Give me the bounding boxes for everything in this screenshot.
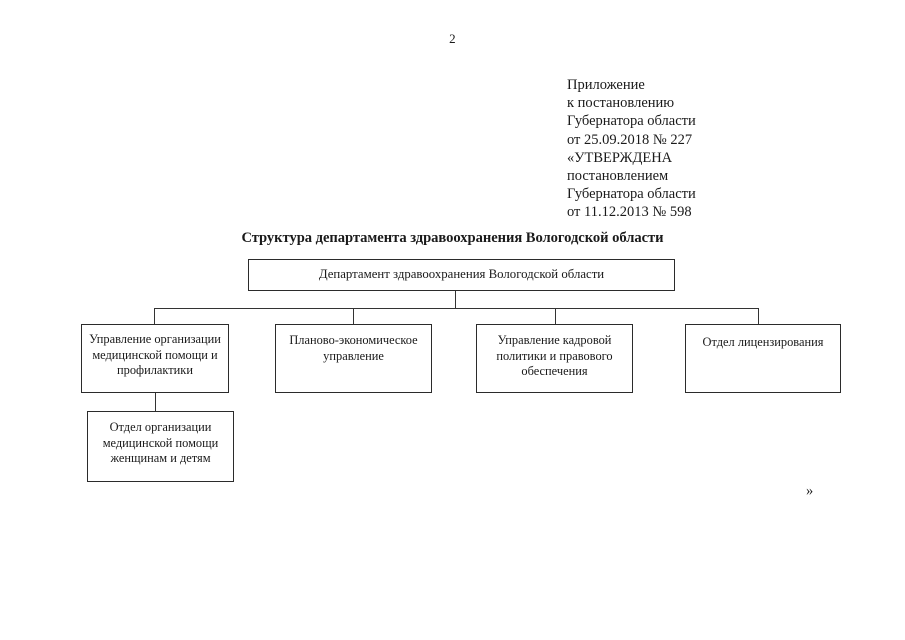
appendix-header-line-7: Губернатора области [567,186,696,203]
connector-drop-department-3 [555,308,556,325]
org-node-department-1: Управление организации медицинской помощ… [81,324,229,393]
appendix-header-line-4: от 25.09.2018 № 227 [567,131,693,148]
org-node-department-2: Планово-экономическое управление [275,324,432,393]
org-node-department-4: Отдел лицензирования [685,324,841,393]
connector-drop-department-4 [758,308,759,324]
appendix-header-line-1: Приложение [567,77,645,93]
closing-quotation-mark: » [806,483,814,499]
page-title: Структура департамента здравоохранения В… [241,230,664,246]
org-node-subdivision-1: Отдел организации медицинской помощи жен… [87,411,234,482]
page-number: 2 [449,31,456,46]
appendix-header-line-5: «УТВЕРЖДЕНА [567,149,673,166]
org-node-root-label: Департамент здравоохранения Вологодской … [318,267,605,282]
org-node-department-4-label: Отдел лицензирования [702,335,824,349]
org-node-root: Департамент здравоохранения Вологодской … [248,259,675,291]
connector-drop-department-2 [353,308,354,325]
connector-drop-department-1 [154,308,155,324]
org-node-department-3: Управление кадровой политики и правового… [476,324,633,393]
connector-level1-bus [154,308,759,309]
org-node-department-2-label: Планово-экономическое управление [289,333,418,363]
org-node-department-3-label: Управление кадровой политики и правового… [496,333,613,379]
appendix-header-block: Приложение к постановлению Губернатора о… [567,76,867,222]
appendix-header-line-2: к постановлению [567,95,675,112]
org-node-subdivision-1-label: Отдел организации медицинской помощи жен… [102,420,219,466]
appendix-header-line-3: Губернатора области [567,113,696,130]
appendix-header-line-6: постановлением [567,168,669,185]
connector-root-stem [455,291,456,309]
appendix-header-line-8: от 11.12.2013 № 598 [567,204,692,221]
connector-subdivision-1-stem [155,393,156,411]
org-node-department-1-label: Управление организации медицинской помощ… [89,332,221,378]
